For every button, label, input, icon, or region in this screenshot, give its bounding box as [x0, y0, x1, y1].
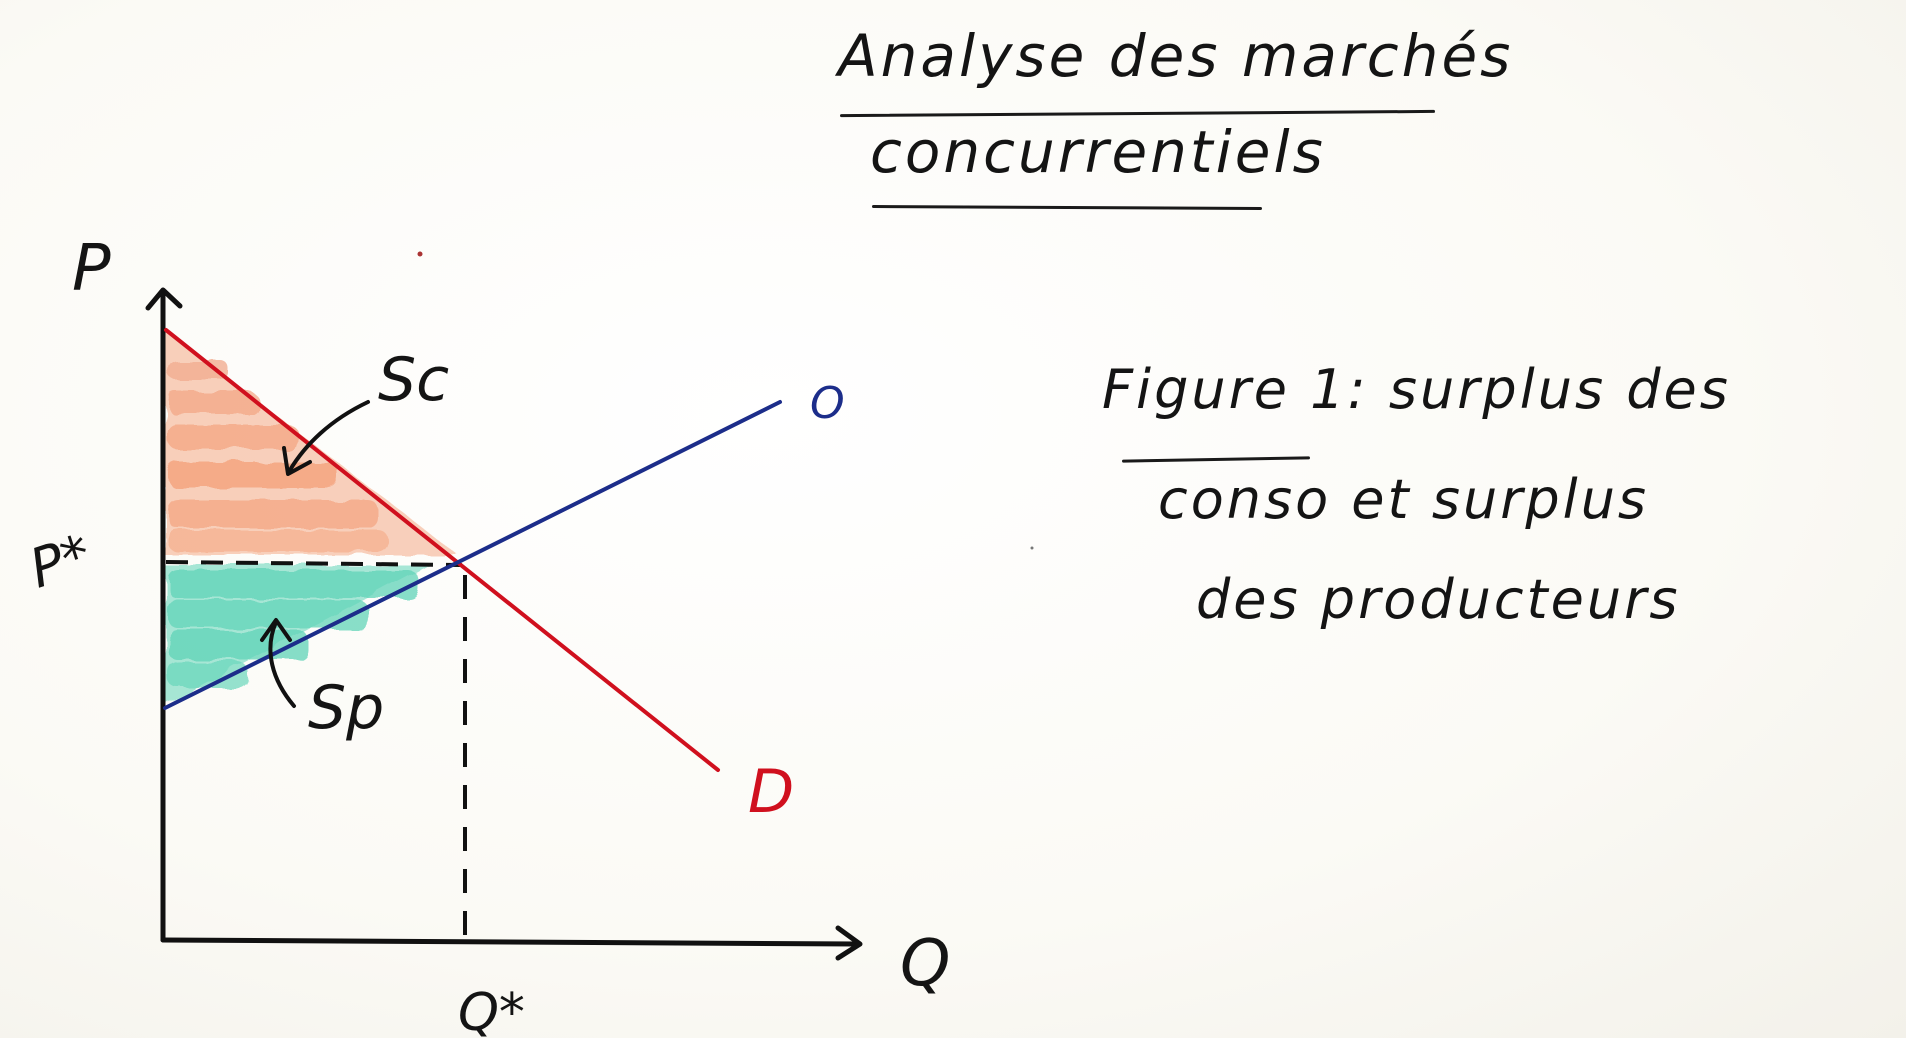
figure-caption-text-1: : surplus des — [1347, 358, 1731, 421]
consumer-surplus-arrowhead — [282, 446, 312, 476]
x-axis-arrowhead — [835, 925, 863, 961]
equilibrium-price-label: P* — [22, 522, 98, 600]
demand-curve — [164, 328, 720, 772]
equilibrium-price-guide — [165, 560, 463, 567]
supply-curve-label: O — [810, 378, 845, 429]
consumer-surplus-pointer-arrow — [288, 400, 370, 472]
producer-surplus-arrowhead — [260, 618, 292, 642]
producer-surplus-label: Sp — [308, 673, 384, 743]
page-title-line-1: Analyse des marchés — [838, 22, 1514, 90]
demand-curve-label: D — [748, 757, 794, 827]
producer-surplus-area — [165, 565, 430, 705]
supply-curve — [163, 400, 782, 710]
y-axis-label: P — [72, 232, 111, 306]
figure-caption-line-2: conso et surplus — [1158, 468, 1650, 531]
x-axis-label: Q — [900, 927, 950, 1001]
consumer-surplus-label: Sc — [378, 345, 449, 415]
figure-caption-line-3: des producteurs — [1196, 568, 1681, 631]
page-title-line-2: concurrentiels — [870, 118, 1326, 186]
equilibrium-quantity-label: Q* — [458, 983, 525, 1038]
x-axis — [160, 937, 861, 947]
paper-speck — [417, 251, 423, 257]
paper-speck — [1030, 546, 1034, 550]
producer-surplus-pointer-arrow — [268, 620, 296, 708]
figure-caption-line-1: Figure 1: surplus des — [1102, 358, 1731, 421]
figure-label: Figure 1 — [1102, 358, 1348, 421]
y-axis-arrowhead — [145, 287, 183, 311]
